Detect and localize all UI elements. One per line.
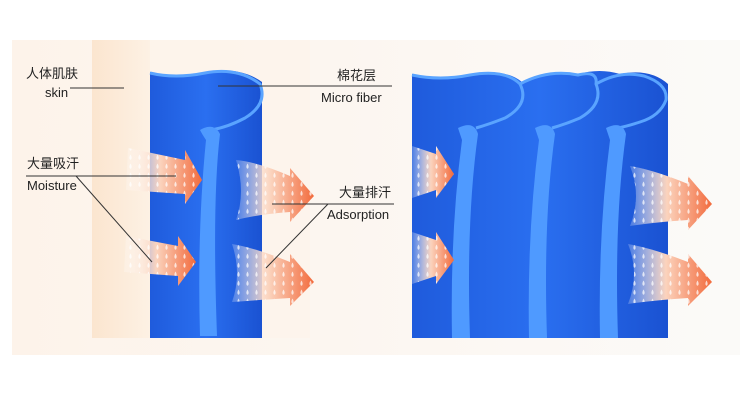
moisture-label-en: Moisture [27,178,77,193]
right-diagram [411,71,712,338]
moisture-arrow-bottom [124,236,196,286]
fiber-strand-1 [451,125,478,338]
moisture-arrow-right-top [412,146,454,198]
fiber-strand-3 [599,125,626,338]
fiber-top-curl [149,69,264,132]
skin-label-cn: 人体肌肤 [26,66,78,81]
adsorption-arrow-bottom [232,244,314,306]
adsorption-arrow-right-bottom [628,244,712,306]
micro-fiber-label-en: Micro fiber [321,90,382,105]
fiber-strand [199,126,220,336]
fiber-top-curls [411,71,668,130]
skin-label-en: skin [45,85,68,100]
adsorption-leader-d [265,203,329,269]
moisture-label-cn: 大量吸汗 [27,156,79,171]
adsorption-arrow-top [236,160,314,222]
fiber-strand-2 [528,125,555,338]
moisture-arrow-right-bottom [412,232,454,284]
adsorption-label-cn: 大量排汗 [339,185,391,200]
moisture-leader-d [75,175,153,263]
left-diagram: 人体肌肤 skin 棉花层 Micro fiber 大量吸汗 Moisture … [26,40,394,338]
adsorption-label-en: Adsorption [327,207,389,222]
adsorption-arrow-right-top [630,166,712,230]
micro-fiber-label-cn: 棉花层 [337,68,376,83]
